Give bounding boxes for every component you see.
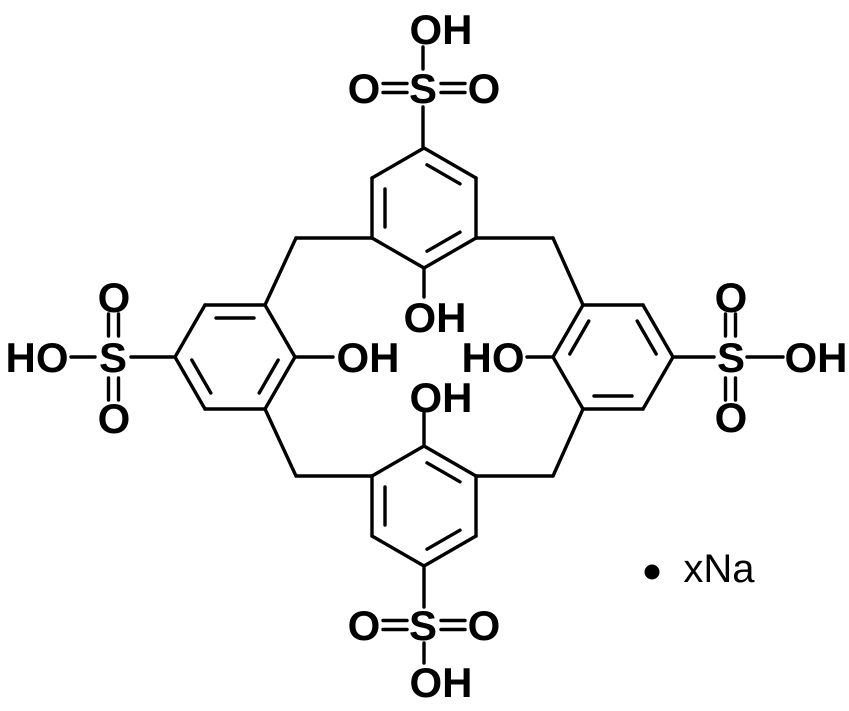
bond-line: [422, 146, 478, 180]
bond-line: [641, 355, 675, 411]
sulfo-right-oxygen-bottom-label: O: [715, 394, 748, 441]
bond-line: [190, 358, 213, 395]
sulfo-left-oxygen-top-label: O: [98, 274, 131, 321]
bond-line: [173, 355, 207, 411]
sulfo-right-sulfur-label: S: [717, 334, 745, 381]
bond-line: [425, 528, 462, 551]
sulfo-bottom-oxygen-right-label: O: [468, 602, 501, 649]
bond-line: [263, 303, 297, 359]
sulfo-left-hydroxyl-label: HO: [6, 334, 69, 381]
bond-line: [257, 358, 280, 395]
bond-line: [551, 407, 585, 478]
bond-line: [173, 303, 207, 359]
phenol-hydroxyl-top-label: OH: [404, 294, 467, 341]
sulfo-top-sulfur-label: S: [409, 65, 437, 112]
phenol-hydroxyl-bottom-label: OH: [410, 374, 473, 421]
bond-line: [641, 303, 675, 359]
bond-line: [370, 236, 426, 270]
bond-line: [425, 461, 462, 484]
bond-line: [551, 236, 585, 307]
bond-line: [370, 146, 426, 180]
bond-layer: [69, 45, 785, 665]
bond-line: [551, 303, 585, 359]
bond-line: [551, 355, 585, 411]
bond-line: [263, 236, 298, 307]
salt-annotation-group: xNa: [644, 547, 755, 591]
bond-line: [425, 230, 462, 253]
bond-line: [263, 355, 297, 411]
bond-line: [422, 534, 478, 568]
bond-line: [263, 407, 298, 478]
sulfo-top-oxygen-right-label: O: [468, 65, 501, 112]
bond-line: [422, 444, 478, 478]
bond-line: [370, 534, 426, 568]
salt-annotation-text: xNa: [683, 547, 755, 591]
phenol-hydroxyl-left-label: OH: [337, 334, 400, 381]
salt-bullet-dot: [644, 564, 660, 580]
sulfo-top-oxygen-left-label: O: [348, 65, 381, 112]
bond-line: [568, 319, 591, 356]
bond-line: [635, 319, 658, 356]
bond-line: [370, 444, 426, 478]
sulfo-bottom-oxygen-left-label: O: [348, 602, 381, 649]
bond-line: [422, 236, 478, 270]
bond-line: [425, 163, 462, 186]
sulfo-top-hydroxyl-label: OH: [410, 6, 473, 53]
sulfo-right-oxygen-top-label: O: [715, 274, 748, 321]
sulfo-left-oxygen-bottom-label: O: [98, 395, 131, 442]
sulfo-left-sulfur-label: S: [99, 334, 127, 381]
sulfo-right-hydroxyl-label: OH: [785, 334, 848, 381]
sulfo-bottom-hydroxyl-label: OH: [410, 659, 473, 706]
phenol-hydroxyl-right-label: HO: [462, 334, 525, 381]
sulfo-bottom-sulfur-label: S: [409, 602, 437, 649]
